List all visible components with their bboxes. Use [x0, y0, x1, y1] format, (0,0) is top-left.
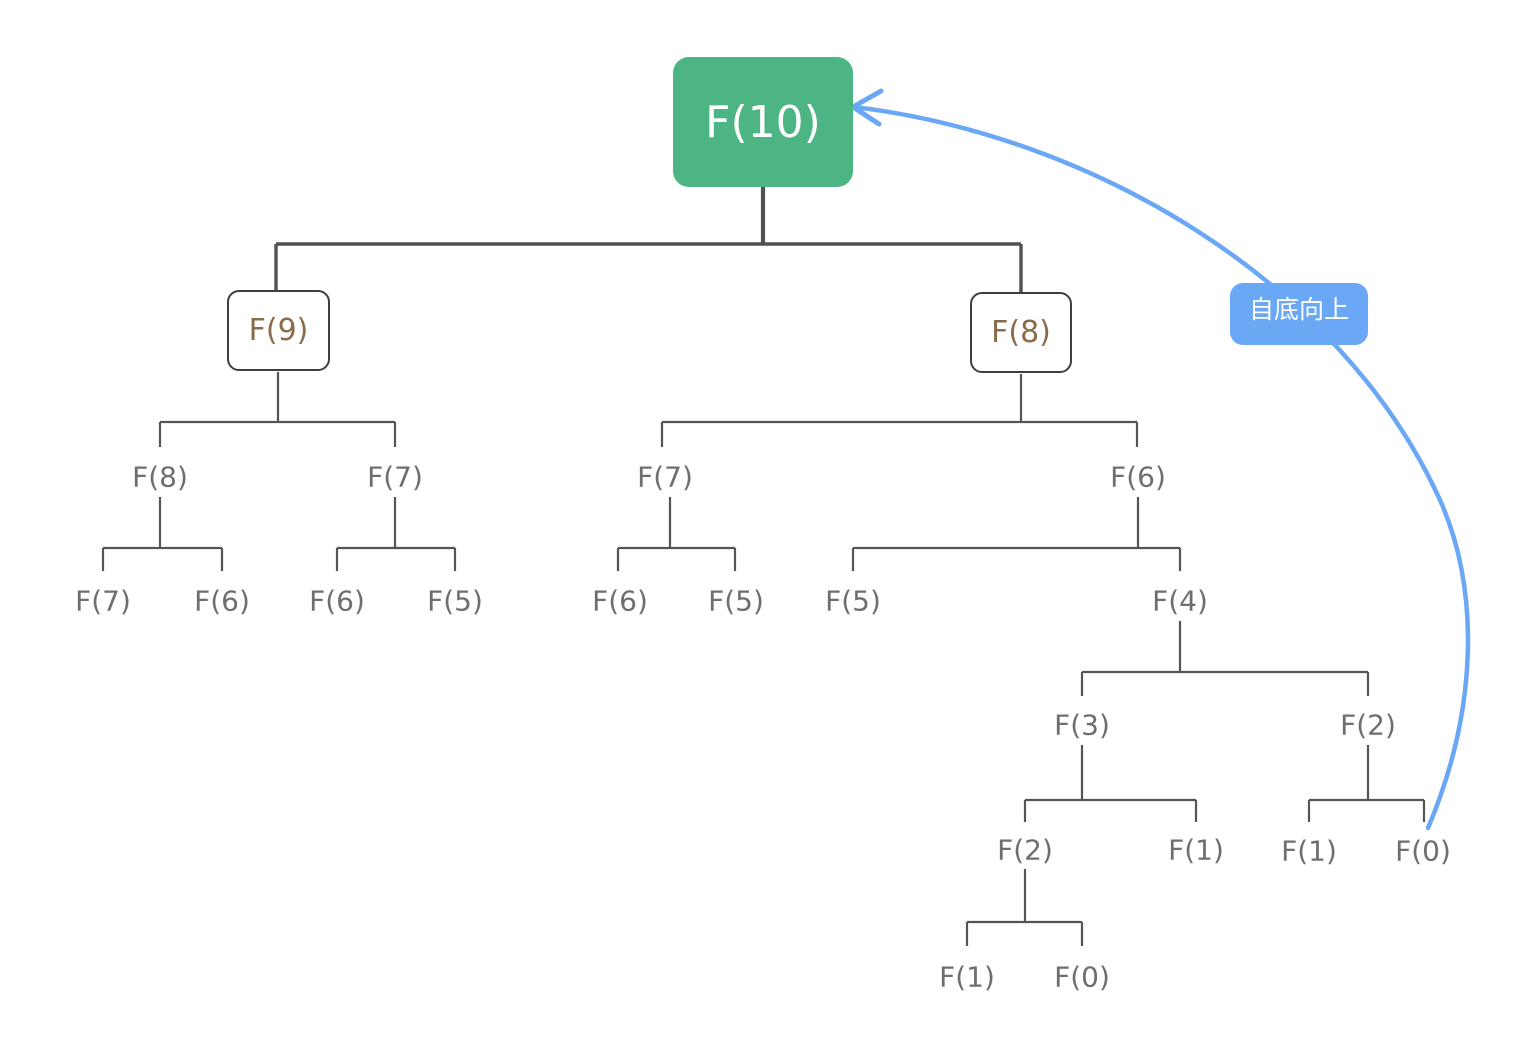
branch-f8-left [101, 497, 224, 571]
tree-label-f6: F(6) [1110, 460, 1166, 494]
tree-label-f2: F(2) [1340, 708, 1396, 742]
tree-label-f3: F(3) [1054, 708, 1110, 742]
tree-label-f5: F(5) [708, 584, 764, 618]
tree-label-f4: F(4) [1152, 584, 1208, 618]
branch-f4 [1080, 621, 1370, 696]
tree-label-f6: F(6) [194, 584, 250, 618]
branch-f2-bottom [965, 869, 1084, 946]
tree-label-f6: F(6) [309, 584, 365, 618]
branch-f9 [158, 372, 397, 447]
connector-branches [101, 372, 1426, 946]
branch-f2-right [1307, 745, 1426, 822]
tree-label-f6: F(6) [592, 584, 648, 618]
tree-label-f7: F(7) [367, 460, 423, 494]
bottom-up-annotation: 自底向上 [1230, 283, 1368, 345]
branch-f7-mid [616, 497, 737, 571]
branch-f6 [851, 497, 1182, 571]
branch-f7-left [335, 497, 457, 571]
branch-f8 [660, 374, 1139, 447]
bottom-up-arrow [850, 88, 1471, 831]
tree-label-f2: F(2) [997, 833, 1053, 867]
tree-label-f1: F(1) [1281, 834, 1337, 868]
bottom-up-arrow-curve [851, 104, 1471, 831]
tree-label-f0: F(0) [1054, 960, 1110, 994]
tree-label-f0: F(0) [1395, 834, 1451, 868]
arrowhead-icon [850, 88, 884, 127]
tree-label-f8: F(8) [132, 460, 188, 494]
node-f9: F(9) [227, 290, 330, 371]
node-f8: F(8) [970, 292, 1072, 373]
connector-root-branch [274, 242, 1023, 293]
tree-label-f7: F(7) [75, 584, 131, 618]
branch-f3 [1023, 745, 1198, 822]
tree-label-f1: F(1) [1168, 833, 1224, 867]
tree-label-f5: F(5) [825, 584, 881, 618]
tree-label-f5: F(5) [427, 584, 483, 618]
connector-root [274, 186, 1023, 293]
tree-label-f7: F(7) [637, 460, 693, 494]
tree-label-f1: F(1) [939, 960, 995, 994]
root-node-f10: F(10) [673, 57, 853, 187]
